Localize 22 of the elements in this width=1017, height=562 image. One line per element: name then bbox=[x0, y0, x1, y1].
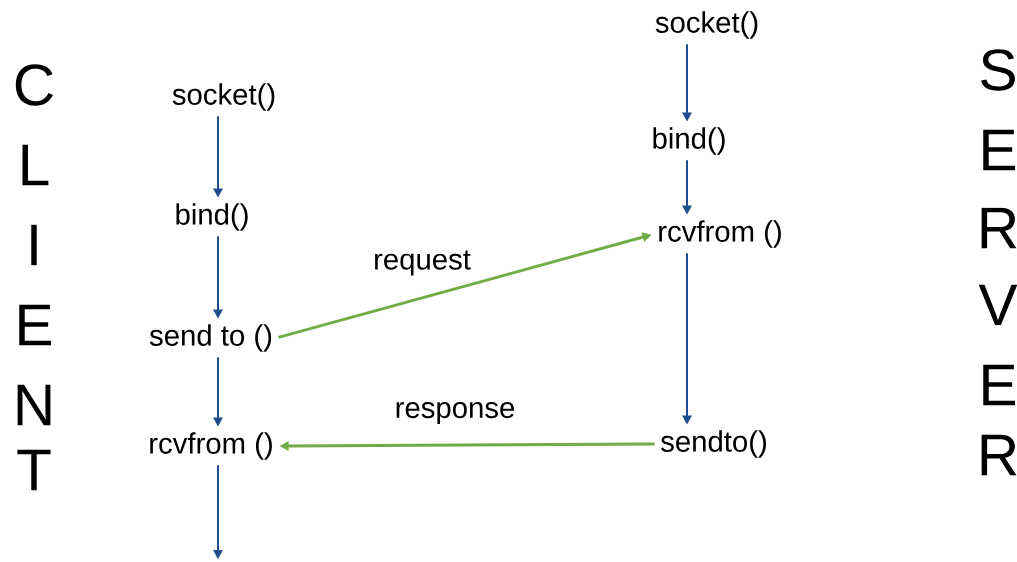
edge-label: request bbox=[371, 249, 473, 277]
side-letter: N bbox=[17, 384, 51, 426]
step-label: sendto() bbox=[661, 430, 766, 458]
side-letter: R bbox=[981, 207, 1017, 249]
side-letter: I bbox=[31, 224, 37, 266]
side-letter: R bbox=[981, 434, 1017, 476]
side-letter: C bbox=[15, 64, 53, 106]
step-label: socket() bbox=[172, 83, 275, 111]
step-label: rcvfrom () bbox=[659, 220, 781, 248]
side-letter: V bbox=[978, 284, 1017, 326]
step-label: bind() bbox=[176, 203, 248, 231]
step-label: bind() bbox=[653, 127, 725, 155]
side-letter: L bbox=[22, 144, 49, 186]
side-letter: E bbox=[983, 364, 1016, 406]
step-label: rcvfrom () bbox=[150, 432, 272, 460]
side-letter: E bbox=[19, 304, 52, 346]
edge-label: response bbox=[393, 400, 517, 426]
step-label: socket() bbox=[655, 11, 758, 39]
side-letter: T bbox=[17, 449, 51, 491]
step-label: send to () bbox=[149, 324, 272, 352]
side-letter: S bbox=[981, 49, 1015, 91]
side-letter: E bbox=[983, 129, 1016, 171]
